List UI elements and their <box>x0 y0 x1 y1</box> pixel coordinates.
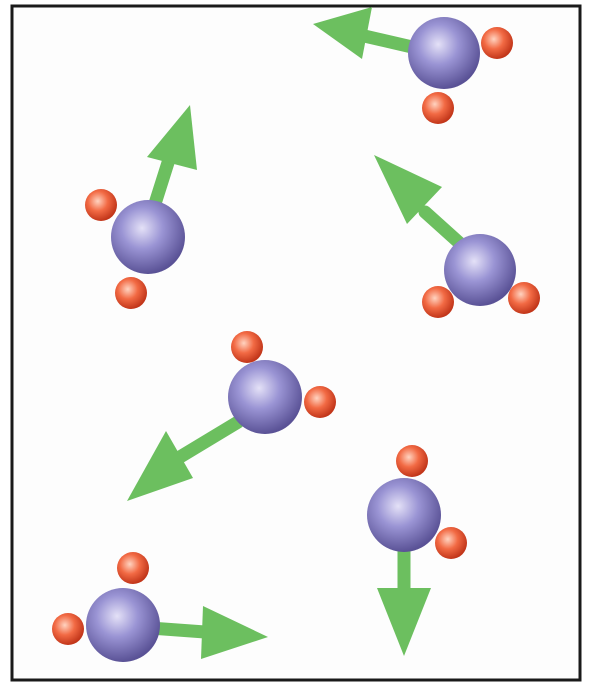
atom-large <box>367 478 441 552</box>
atom-large <box>444 234 516 306</box>
atom-small <box>231 331 263 363</box>
atom-small <box>85 189 117 221</box>
atom-small <box>52 613 84 645</box>
atom-small <box>435 527 467 559</box>
atom-large <box>228 360 302 434</box>
atom-small <box>422 286 454 318</box>
atom-small <box>508 282 540 314</box>
diagram-frame <box>12 6 580 680</box>
atom-small <box>396 445 428 477</box>
atom-small <box>422 92 454 124</box>
atom-small <box>115 277 147 309</box>
atom-large <box>111 200 185 274</box>
atom-small <box>117 552 149 584</box>
atom-large <box>86 588 160 662</box>
atom-large <box>408 17 480 89</box>
atom-small <box>481 27 513 59</box>
atom-small <box>304 386 336 418</box>
